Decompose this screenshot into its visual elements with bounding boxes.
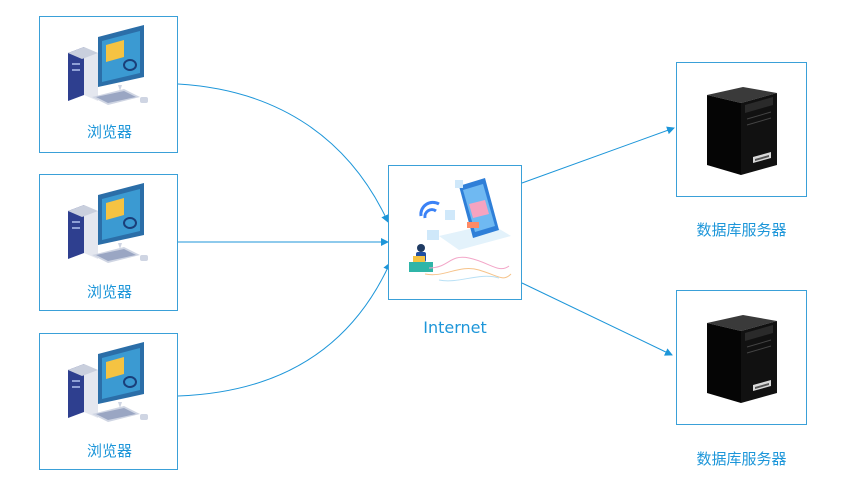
server-label: 数据库服务器 — [696, 221, 787, 239]
server-label: 数据库服务器 — [696, 450, 787, 468]
desktop-computer-icon — [68, 25, 148, 105]
internet-box — [388, 165, 522, 300]
browser1-to-internet-arrow — [177, 83, 389, 223]
server-box-1 — [676, 62, 807, 197]
browser-box-3: 浏览器 — [39, 333, 178, 470]
internet-illustration-icon — [409, 178, 512, 282]
internet-to-server2-arrow — [521, 282, 673, 356]
browser-label: 浏览器 — [86, 123, 132, 141]
browser-label: 浏览器 — [86, 283, 132, 301]
desktop-computer-icon — [68, 342, 148, 422]
browser3-to-internet-arrow — [177, 262, 391, 397]
server-box-2 — [676, 290, 807, 425]
browser-box-2: 浏览器 — [39, 174, 178, 311]
server-tower-icon — [707, 315, 777, 403]
desktop-computer-icon — [68, 183, 148, 263]
browser-box-1: 浏览器 — [39, 16, 178, 153]
browser-label: 浏览器 — [86, 442, 132, 460]
internet-label: Internet — [423, 318, 487, 337]
server-tower-icon — [707, 87, 777, 175]
internet-to-server1-arrow — [521, 126, 675, 184]
